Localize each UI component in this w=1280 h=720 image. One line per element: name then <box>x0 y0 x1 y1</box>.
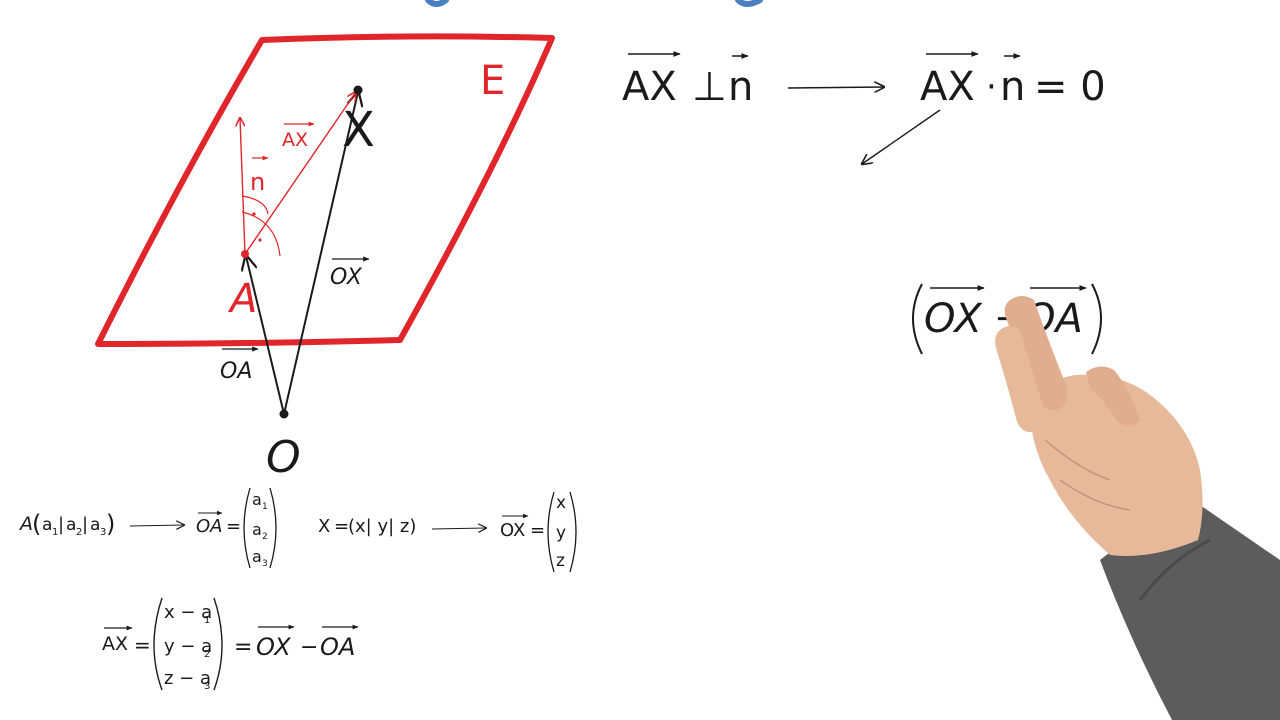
point-a: A <box>227 250 257 322</box>
origin-point: O <box>266 409 301 483</box>
dot-symbol: · <box>986 67 997 107</box>
vector-ox-label: OX <box>330 265 363 290</box>
svg-text:(: ( <box>32 510 41 538</box>
def-a-c1: a <box>42 515 52 535</box>
origin-label: O <box>266 432 301 483</box>
arrow-a-to-oa <box>129 525 184 526</box>
ax-e2-sub: 2 <box>204 649 210 660</box>
normal-vector: n <box>240 118 281 257</box>
vector-ax-label: AX <box>282 129 308 151</box>
implies-arrow <box>787 87 884 88</box>
def-oa-e2-sub: 2 <box>262 532 268 542</box>
def-a-name: A <box>18 513 33 535</box>
def-a-s2: 2 <box>76 527 82 538</box>
dot-equals: = 0 <box>1034 64 1106 110</box>
def-ox-e2: y <box>556 523 566 543</box>
point-x: X <box>342 85 375 158</box>
ax-e3-sub: 3 <box>204 681 210 692</box>
ax-rhs-right: OA <box>320 633 355 661</box>
def-ox-name: OX <box>500 520 525 541</box>
point-a-label: A <box>227 276 257 322</box>
ax-equals-2: = <box>234 635 252 660</box>
def-x-equals: = <box>334 516 349 537</box>
arrow-x-to-ox <box>431 528 486 529</box>
vector-ax: AX <box>244 92 356 255</box>
point-x-definition: X = (x| y| z) <box>318 516 416 537</box>
dot-lhs: AX <box>920 64 975 110</box>
def-oa-e1-sub: 1 <box>262 502 268 512</box>
def-oa-e3-sub: 3 <box>262 559 268 569</box>
perpendicular-equation: AX ⊥ n <box>622 51 753 110</box>
ax-e1: x − a <box>164 602 212 623</box>
perp-lhs: AX <box>622 64 677 110</box>
ax-rhs-left: OX <box>256 633 291 661</box>
svg-text:|: | <box>82 514 88 535</box>
svg-text:|: | <box>58 514 64 535</box>
vector-oa-definition: OA = a 1 a 2 a 3 <box>196 487 277 569</box>
normal-label: n <box>250 168 265 196</box>
vector-oa-label: OA <box>220 359 252 384</box>
def-oa-name: OA <box>196 516 222 537</box>
point-x-label: X <box>342 102 375 158</box>
plane-e: E <box>95 33 555 347</box>
point-a-definition: A ( a 1 | a 2 | a 3 ) <box>18 510 115 538</box>
def-oa-e3: a <box>252 547 262 566</box>
perp-symbol: ⊥ <box>692 64 727 110</box>
def-ox-e1: x <box>556 493 566 513</box>
vector-ox: OX <box>283 92 370 415</box>
def-ox-e3: z <box>556 551 565 571</box>
plane-label: E <box>480 58 505 104</box>
def-a-c3: a <box>90 515 100 535</box>
def-oa-e2: a <box>252 520 262 539</box>
ax-name: AX <box>102 633 128 655</box>
ax-rhs-minus: − <box>300 635 318 660</box>
derive-arrow <box>862 109 941 164</box>
diff-left: OX <box>924 296 983 342</box>
def-ox-equals: = <box>530 520 545 541</box>
def-a-s1: 1 <box>52 527 58 538</box>
vector-ax-components: AX = x − a 1 y − a 2 z − a 3 = OX − OA <box>102 597 359 692</box>
vector-oa: OA <box>220 256 285 415</box>
ax-equals: = <box>134 633 151 657</box>
ax-e1-sub: 1 <box>204 615 210 626</box>
def-a-s3: 3 <box>100 527 106 538</box>
dot-rhs: n <box>1000 64 1025 110</box>
top-title-fragments <box>425 0 763 7</box>
def-x-coords: (x| y| z) <box>348 516 416 537</box>
ax-e3: z − a <box>164 668 211 689</box>
def-x-name: X <box>318 516 330 537</box>
def-oa-equals: = <box>226 516 241 537</box>
perp-rhs: n <box>728 64 753 110</box>
def-oa-e1: a <box>252 490 262 509</box>
ax-e2: y − a <box>164 636 212 657</box>
svg-text:): ) <box>106 510 115 538</box>
def-a-c2: a <box>66 515 76 535</box>
pointing-hand-icon <box>995 296 1280 720</box>
dot-product-equation: AX · n = 0 <box>920 51 1106 110</box>
vector-ox-definition: OX = x y z <box>500 491 577 573</box>
